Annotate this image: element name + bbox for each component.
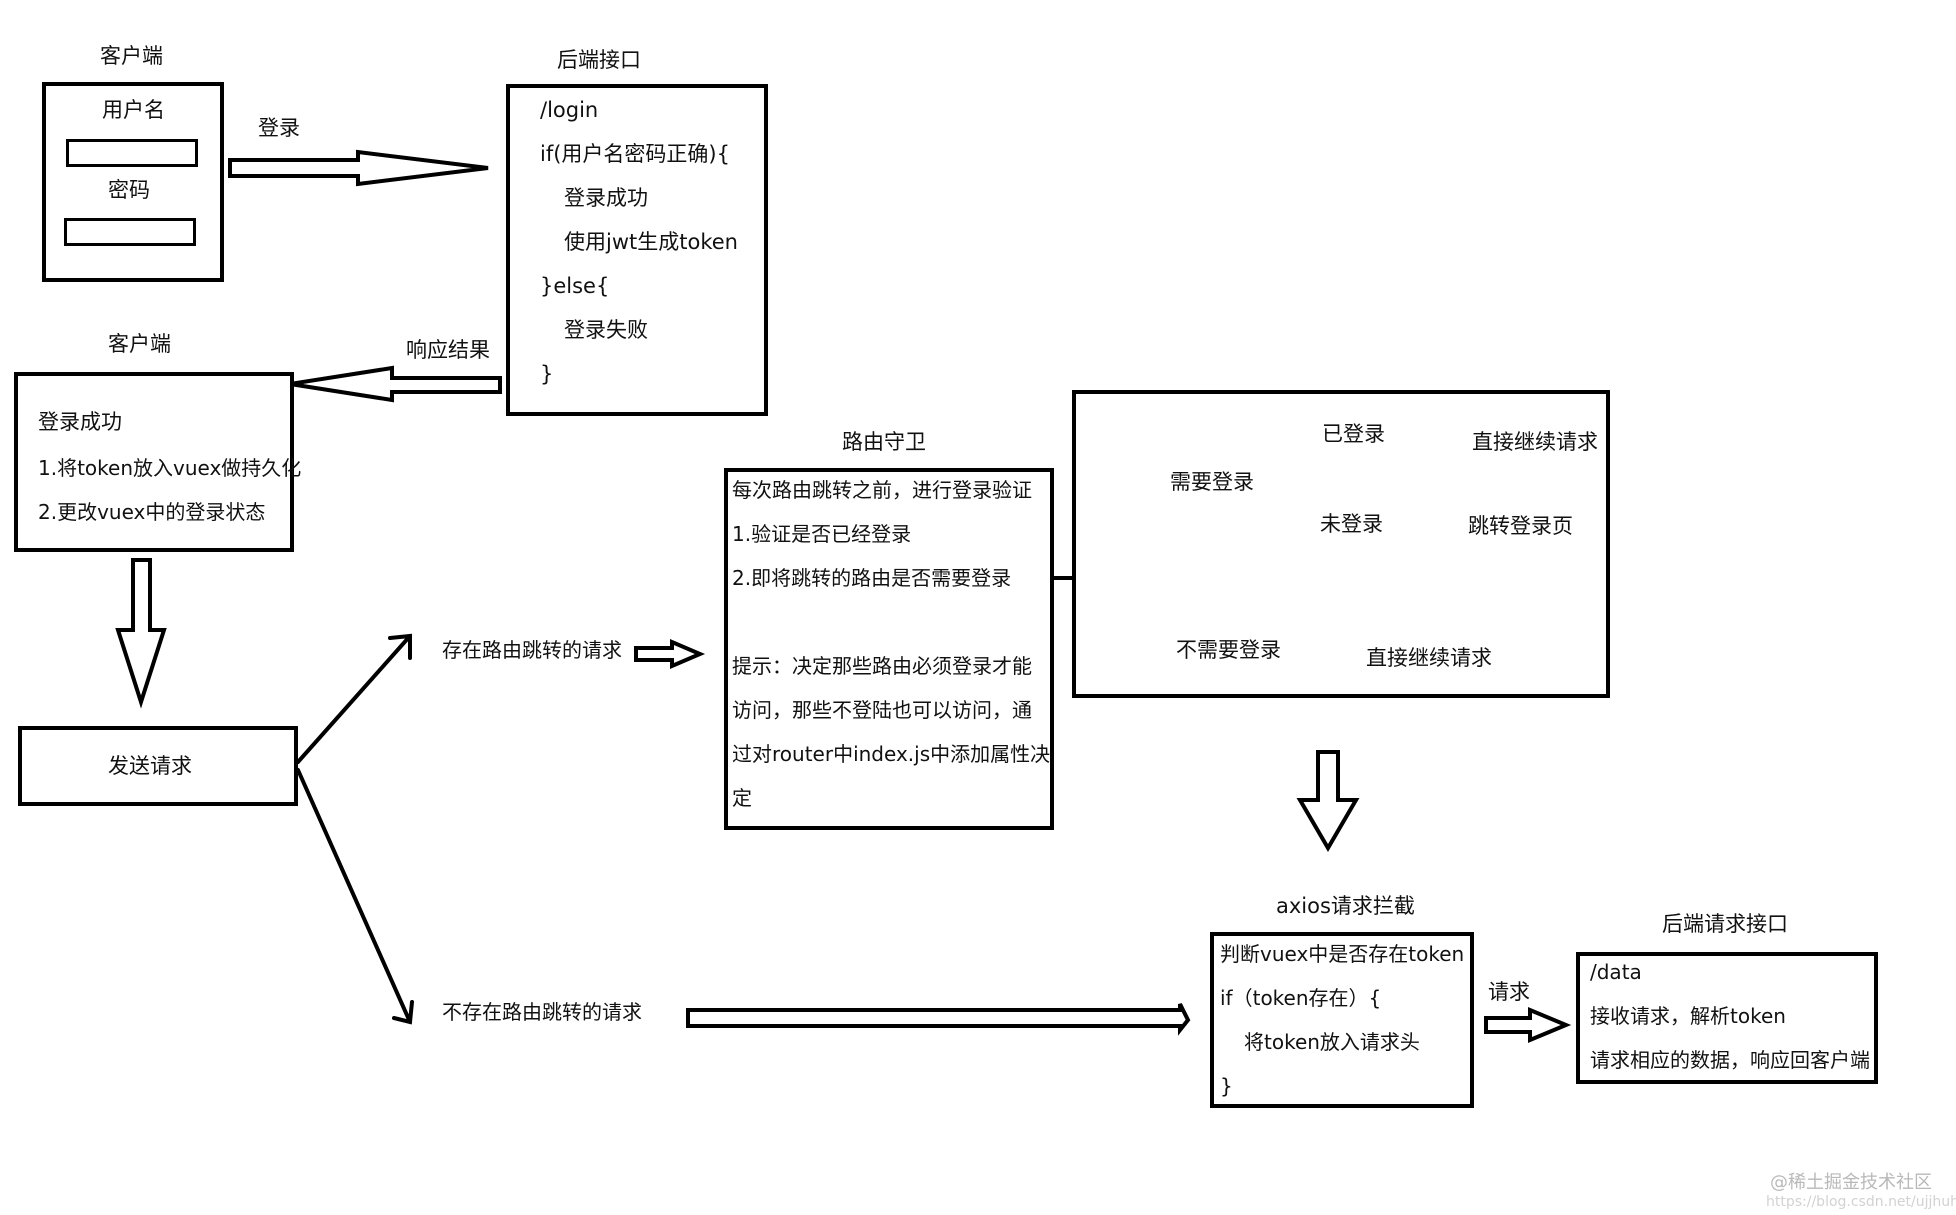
backend-data-box: /data 接收请求，解析token 请求相应的数据，响应回客户端 — [1576, 952, 1878, 1084]
password-label: 密码 — [108, 178, 150, 202]
router-guard-line: 过对router中index.js中添加属性决 — [732, 742, 1051, 766]
not-logged-in-label: 未登录 — [1320, 512, 1383, 536]
backend-login-line: }else{ — [540, 274, 610, 298]
watermark-url: https://blog.csdn.net/ujjhuhu — [1766, 1194, 1956, 1210]
branch-to-no-route-request — [296, 768, 414, 1025]
axios-line: 判断vuex中是否存在token — [1220, 942, 1465, 966]
client-result-line: 2.更改vuex中的登录状态 — [38, 500, 266, 524]
backend-login-line: 使用jwt生成token — [564, 230, 738, 254]
router-guard-line: 定 — [732, 786, 752, 810]
axios-line: } — [1220, 1074, 1233, 1098]
request-arrow-label: 请求 — [1488, 980, 1530, 1004]
backend-login-line: /login — [540, 98, 599, 122]
login-arrow-label: 登录 — [258, 116, 300, 140]
not-logged-in-result-label: 跳转登录页 — [1468, 514, 1573, 538]
client-result-line: 1.将token放入vuex做持久化 — [38, 456, 302, 480]
login-decision-box — [1072, 390, 1610, 698]
logged-in-label: 已登录 — [1322, 422, 1385, 446]
axios-interceptor-title: axios请求拦截 — [1276, 894, 1415, 918]
down-arrow-client — [115, 558, 167, 709]
backend-login-line: 登录失败 — [564, 318, 648, 342]
backend-data-line: 接收请求，解析token — [1590, 1004, 1786, 1028]
response-arrow-label: 响应结果 — [406, 338, 490, 362]
response-arrow — [289, 365, 502, 403]
client-result-box: 登录成功 1.将token放入vuex做持久化 2.更改vuex中的登录状态 — [14, 372, 301, 552]
router-guard-line: 1.验证是否已经登录 — [732, 522, 912, 546]
send-request-box: 发送请求 — [18, 726, 298, 806]
client-result-title: 客户端 — [108, 332, 171, 356]
no-need-login-result-label: 直接继续请求 — [1366, 646, 1492, 670]
down-arrow-decision — [1296, 750, 1360, 852]
username-input[interactable] — [66, 139, 198, 167]
to-router-guard-arrow — [634, 638, 706, 670]
backend-login-line: 登录成功 — [564, 186, 648, 210]
router-guard-title: 路由守卫 — [842, 430, 926, 454]
client-login-box: 用户名 密码 — [42, 82, 224, 282]
router-guard-line: 2.即将跳转的路由是否需要登录 — [732, 566, 1012, 590]
client-login-title: 客户端 — [100, 44, 163, 68]
axios-line: 将token放入请求头 — [1244, 1030, 1420, 1054]
router-guard-line: 访问，那些不登陆也可以访问，通 — [732, 698, 1032, 722]
axios-line: if（token存在）{ — [1220, 986, 1382, 1010]
backend-login-line: if(用户名密码正确){ — [540, 142, 730, 166]
send-request-label: 发送请求 — [108, 754, 192, 778]
login-arrow — [228, 149, 489, 187]
backend-login-line: } — [540, 362, 554, 386]
no-need-login-label: 不需要登录 — [1176, 638, 1281, 662]
to-no-route-arrow — [686, 1003, 1191, 1036]
logged-in-result-label: 直接继续请求 — [1472, 430, 1598, 454]
need-login-label: 需要登录 — [1170, 470, 1254, 494]
backend-login-box: /login if(用户名密码正确){ 登录成功 使用jwt生成token }e… — [506, 84, 768, 416]
branch-to-route-request — [296, 633, 412, 764]
backend-login-title: 后端接口 — [557, 48, 641, 72]
request-arrow — [1484, 1007, 1572, 1043]
router-guard-line: 提示：决定那些路由必须登录才能 — [732, 654, 1032, 678]
router-guard-line: 每次路由跳转之前，进行登录验证 — [732, 478, 1032, 502]
backend-data-line: /data — [1590, 960, 1642, 984]
router-guard-box: 每次路由跳转之前，进行登录验证 1.验证是否已经登录 2.即将跳转的路由是否需要… — [724, 468, 1054, 830]
username-label: 用户名 — [102, 98, 165, 122]
no-route-request-label: 不存在路由跳转的请求 — [442, 1000, 642, 1024]
route-request-label: 存在路由跳转的请求 — [442, 638, 622, 662]
client-result-line: 登录成功 — [38, 410, 122, 434]
axios-interceptor-box: 判断vuex中是否存在token if（token存在）{ 将token放入请求… — [1210, 932, 1474, 1108]
backend-data-title: 后端请求接口 — [1662, 912, 1788, 936]
watermark-text: @稀土掘金技术社区 — [1770, 1172, 1932, 1193]
password-input[interactable] — [64, 218, 196, 246]
backend-data-line: 请求相应的数据，响应回客户端 — [1590, 1048, 1870, 1072]
